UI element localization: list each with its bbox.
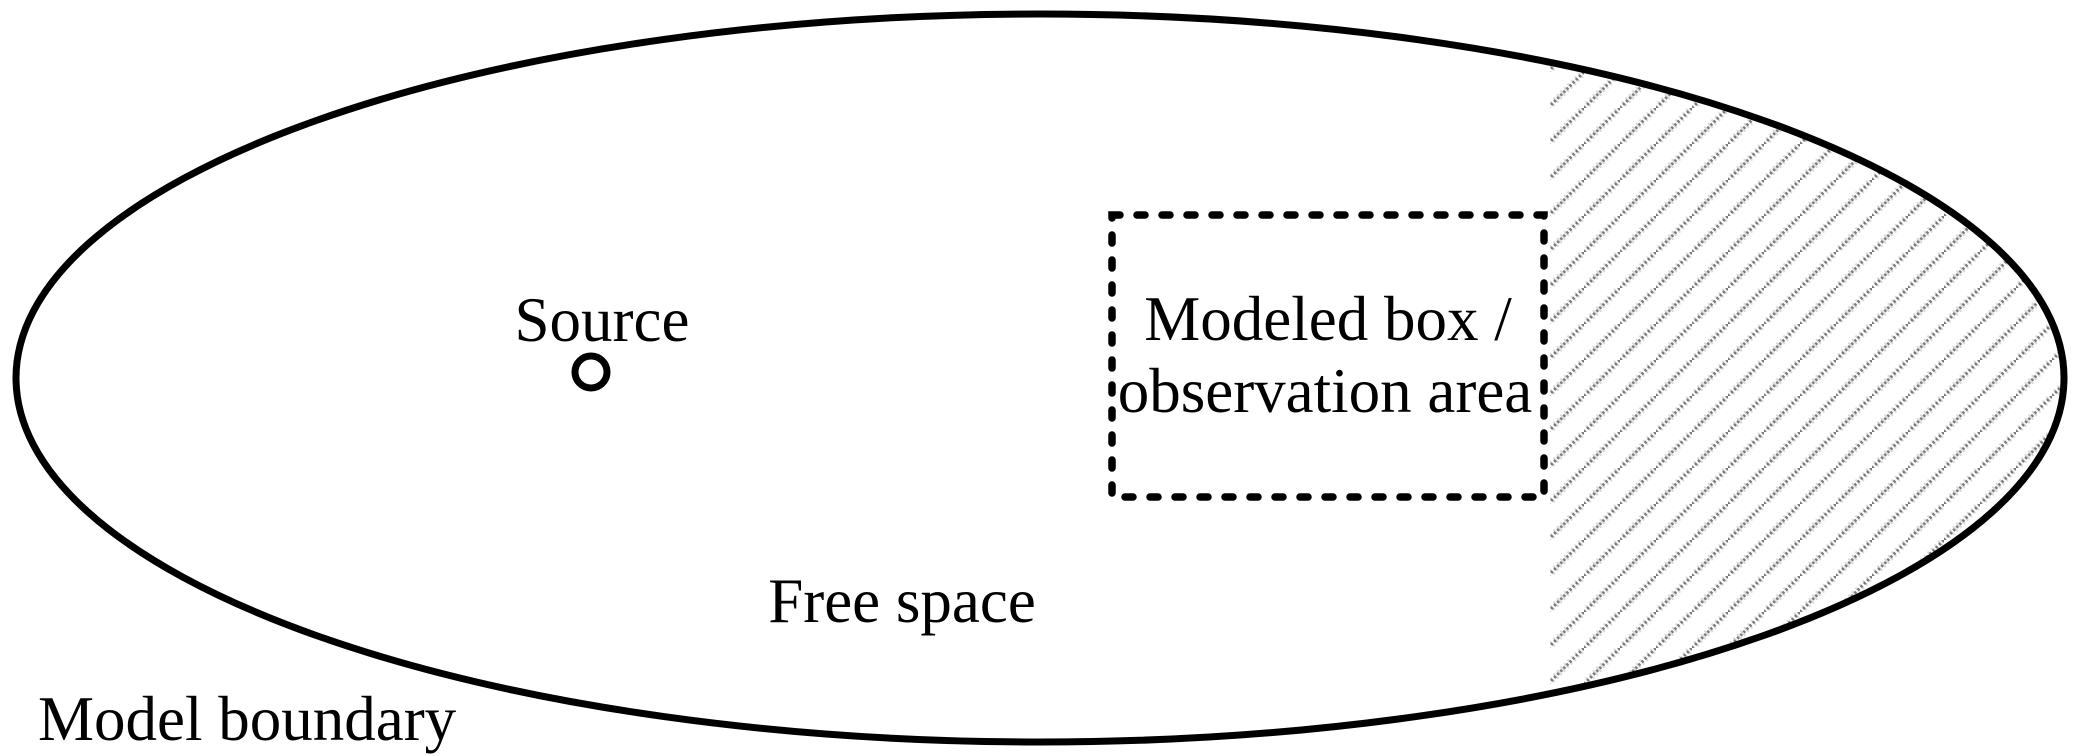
modeled-box-label-line2: observation area bbox=[1118, 356, 1533, 426]
source-label: Source bbox=[515, 285, 690, 355]
model-boundary-label: Model boundary bbox=[38, 684, 457, 754]
model-boundary-ellipse bbox=[12, 10, 2068, 746]
source-marker bbox=[571, 352, 611, 392]
modeled-box-label-line1: Modeled box / bbox=[1144, 284, 1512, 354]
free-space-label: Free space bbox=[768, 566, 1036, 636]
modeled-box-rect bbox=[1108, 211, 1548, 501]
